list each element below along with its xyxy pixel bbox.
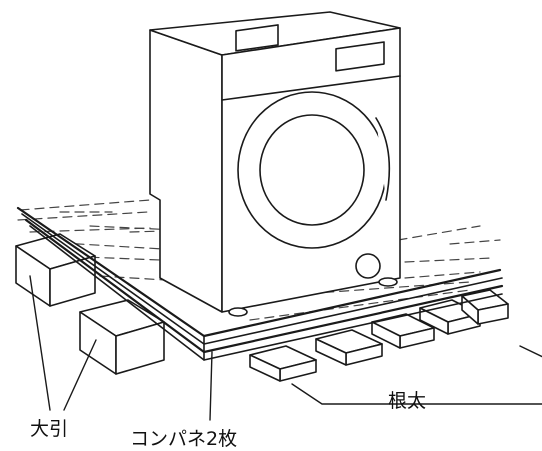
control-display [335,41,385,72]
machine-side-panel [149,29,223,313]
machine-foot-right [378,277,398,287]
machine-foot-left [228,307,248,317]
filter-cap [355,253,381,279]
joist-beam-2 [315,329,383,366]
plywood-sheets [16,206,504,361]
sleeper-beam-front [79,299,165,375]
joist-beam-1 [249,345,317,382]
door-glass [259,114,365,226]
joist-beam-5 [461,289,509,325]
joist-label: 根太 [388,390,427,412]
sleeper-label: 大引 [30,418,69,440]
leader-lines [29,275,542,421]
door-handle [375,117,391,201]
machine-panel-line [221,75,401,101]
washing-machine [149,11,401,317]
plywood-label: コンパネ2枚 [130,428,238,450]
detergent-drawer [235,24,279,52]
joist-beam-3 [371,313,435,349]
